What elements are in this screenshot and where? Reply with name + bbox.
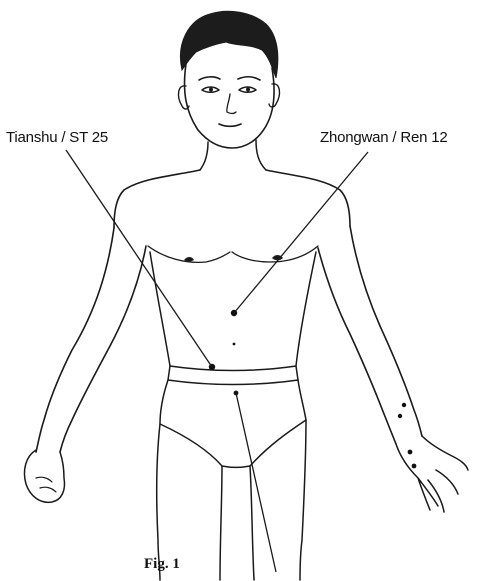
right-hand xyxy=(396,436,468,512)
waist-left xyxy=(150,252,170,366)
hair xyxy=(180,11,277,78)
left-pupil xyxy=(209,88,213,92)
figure-caption: Fig. 1 xyxy=(144,556,180,573)
zhongwan-label: Zhongwan / Ren 12 xyxy=(320,129,448,146)
mouth xyxy=(219,124,241,126)
right-leg-outer xyxy=(300,420,306,580)
left-eyebrow xyxy=(199,77,220,80)
nose xyxy=(227,94,236,114)
left-arm-outer xyxy=(36,228,114,452)
left-fist xyxy=(24,450,64,502)
tianshu-label: Tianshu / ST 25 xyxy=(6,129,108,146)
right-arm-inner xyxy=(318,248,396,444)
lower-leader-line xyxy=(236,393,276,572)
torso-right xyxy=(266,170,350,226)
right-pupil xyxy=(246,88,250,92)
briefs-waistband xyxy=(168,366,298,385)
right-leg-inner xyxy=(250,466,254,580)
right-eyebrow xyxy=(238,77,260,80)
torso-left xyxy=(114,170,200,228)
waist-right xyxy=(296,252,316,366)
neck-right xyxy=(256,140,266,170)
right-hand-point xyxy=(412,464,417,469)
briefs-body xyxy=(160,380,306,468)
navel xyxy=(233,343,236,346)
head xyxy=(185,64,275,148)
right-forearm-point-1 xyxy=(402,403,406,407)
left-fist-fingers xyxy=(36,477,56,492)
left-leg-inner xyxy=(220,466,222,580)
right-arm-outer xyxy=(350,226,422,436)
right-forearm-point-2 xyxy=(398,414,402,418)
neck-left xyxy=(200,142,208,170)
right-wrist-point xyxy=(408,450,413,455)
